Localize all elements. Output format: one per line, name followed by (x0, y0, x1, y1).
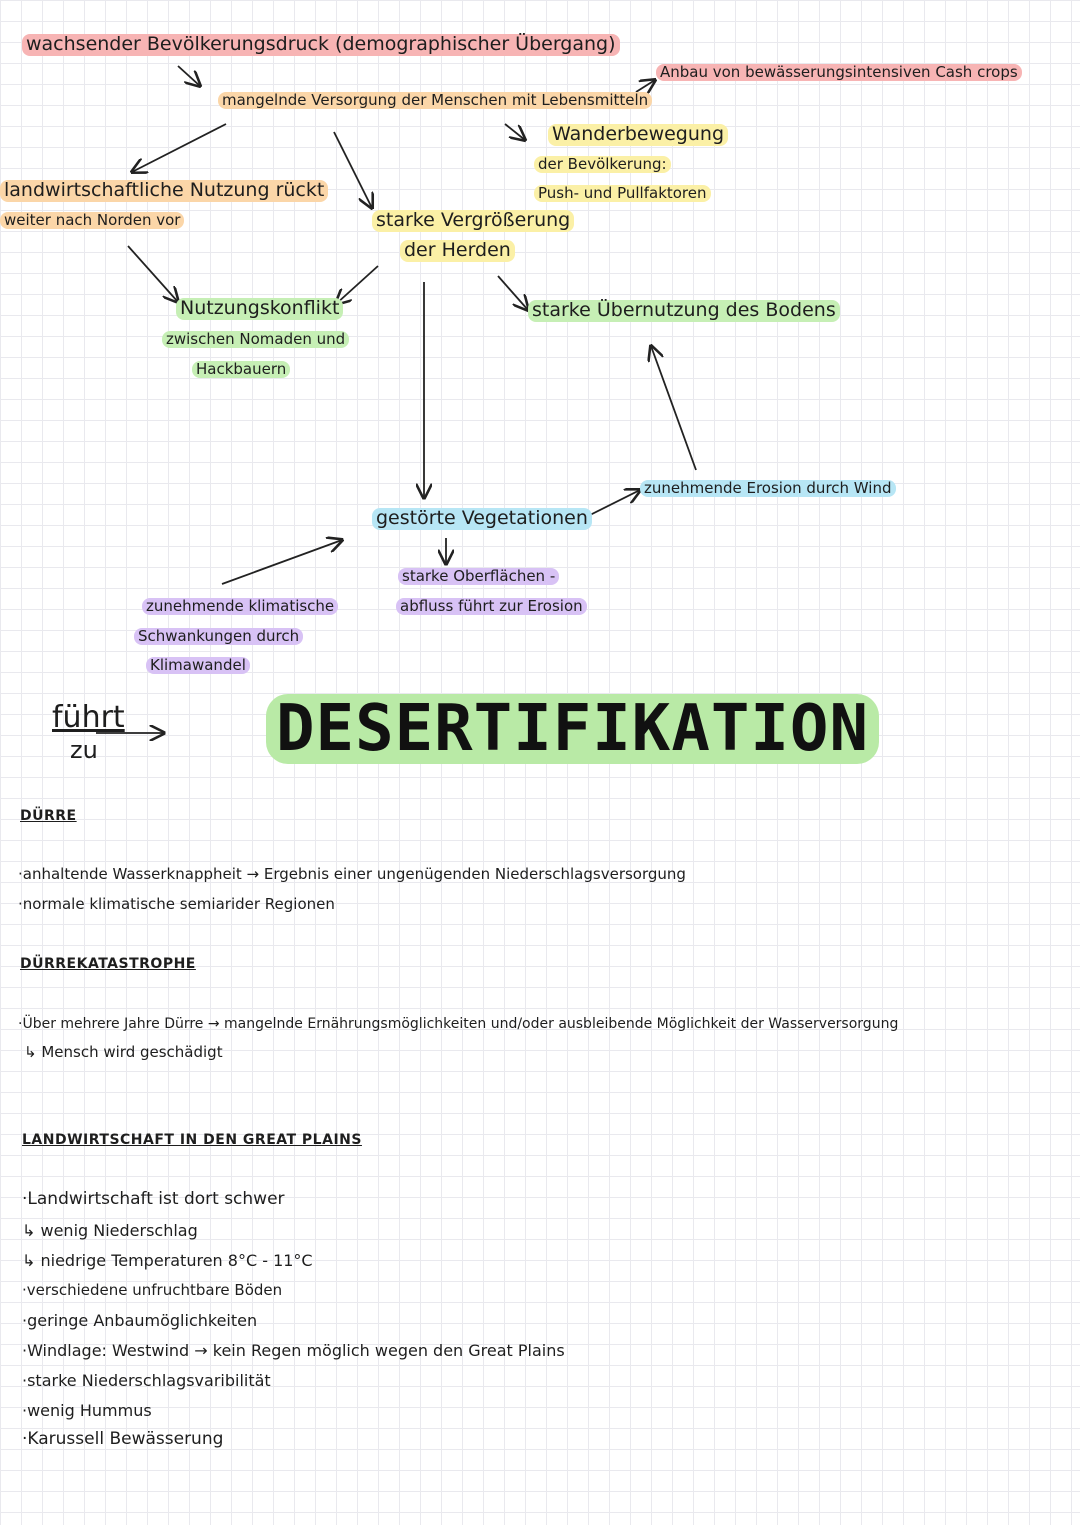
great-plains-line-2: ↳ wenig Niederschlag (22, 1221, 198, 1240)
node-cash-crops: Anbau von bewässerungsintensiven Cash cr… (656, 63, 1022, 82)
node-landwirtschaft-2: weiter nach Norden vor (0, 211, 185, 230)
arrow-versorgung-wanderung (504, 123, 525, 140)
node-bevoelkerungsdruck: wachsender Bevölkerungsdruck (demographi… (22, 33, 620, 56)
great-plains-line-5: ·geringe Anbaumöglichkeiten (22, 1311, 258, 1330)
node-abfluss-2: abfluss führt zur Erosion (396, 597, 587, 616)
arrow-versorgung-herden (333, 131, 372, 208)
arrow-klima-vegetation (221, 540, 342, 585)
great-plains-line-9: ·Karussell Bewässerung (22, 1429, 224, 1449)
section-heading-katastrophe: DÜRREKATASTROPHE (20, 956, 196, 972)
page-title: DESERTIFIKATION (266, 694, 879, 764)
arrow-herden-uebernutzung (497, 275, 528, 310)
section-heading-great-plains: LANDWIRTSCHAFT IN DEN GREAT PLAINS (22, 1132, 362, 1148)
duerre-line-1: ·anhaltende Wasserknappheit → Ergebnis e… (18, 865, 686, 883)
great-plains-line-3: ↳ niedrige Temperaturen 8°C - 11°C (22, 1251, 313, 1270)
fuehrt-label: führt (52, 700, 125, 735)
section-heading-duerre: DÜRRE (20, 808, 77, 824)
mindmap-arrows (96, 65, 697, 800)
node-nutzungskonflikt-1: Nutzungskonflikt (176, 297, 344, 320)
katastrophe-line-2: ↳ Mensch wird geschädigt (24, 1043, 223, 1061)
katastrophe-line-1: ·Über mehrere Jahre Dürre → mangelnde Er… (18, 1016, 899, 1032)
node-nutzungskonflikt-2: zwischen Nomaden und (162, 330, 350, 349)
node-herden-2: der Herden (400, 239, 515, 262)
node-herden-1: starke Vergrößerung (372, 209, 575, 232)
arrow-erosion-uebernutzung (651, 346, 697, 471)
node-erosion-wind: zunehmende Erosion durch Wind (640, 479, 896, 498)
arrow-versorgung-cashcrops (635, 80, 655, 92)
node-abfluss-1: starke Oberflächen - (398, 567, 560, 586)
node-klima-2: Schwankungen durch (134, 627, 304, 646)
great-plains-line-7: ·starke Niederschlagsvaribilität (22, 1371, 271, 1390)
arrow-versorgung-landwirtschaft (132, 123, 227, 172)
node-uebernutzung: starke Übernutzung des Bodens (528, 299, 840, 322)
duerre-line-2: ·normale klimatische semiarider Regionen (18, 895, 335, 913)
great-plains-line-1: ·Landwirtschaft ist dort schwer (22, 1189, 285, 1209)
node-wanderbewegung-1: Wanderbewegung (548, 123, 729, 146)
great-plains-line-8: ·wenig Hummus (22, 1401, 152, 1420)
arrow-herden-konflikt (336, 265, 379, 304)
zu-label: zu (70, 736, 98, 764)
node-wanderbewegung-3: Push- und Pullfaktoren (534, 184, 711, 203)
node-vegetation: gestörte Vegetationen (372, 507, 592, 530)
great-plains-line-6: ·Windlage: Westwind → kein Regen möglich… (22, 1341, 565, 1360)
node-landwirtschaft-1: landwirtschaftliche Nutzung rückt (0, 179, 329, 202)
node-nutzungskonflikt-3: Hackbauern (192, 360, 291, 379)
node-versorgung: mangelnde Versorgung der Menschen mit Le… (218, 91, 653, 110)
node-klima-3: Klimawandel (146, 656, 250, 675)
arrow-landwirtschaft-konflikt (127, 245, 178, 302)
arrow-druck-versorgung (177, 65, 200, 86)
great-plains-line-4: ·verschiedene unfruchtbare Böden (22, 1281, 283, 1299)
node-wanderbewegung-2: der Bevölkerung: (534, 155, 671, 174)
node-klima-1: zunehmende klimatische (142, 597, 339, 616)
